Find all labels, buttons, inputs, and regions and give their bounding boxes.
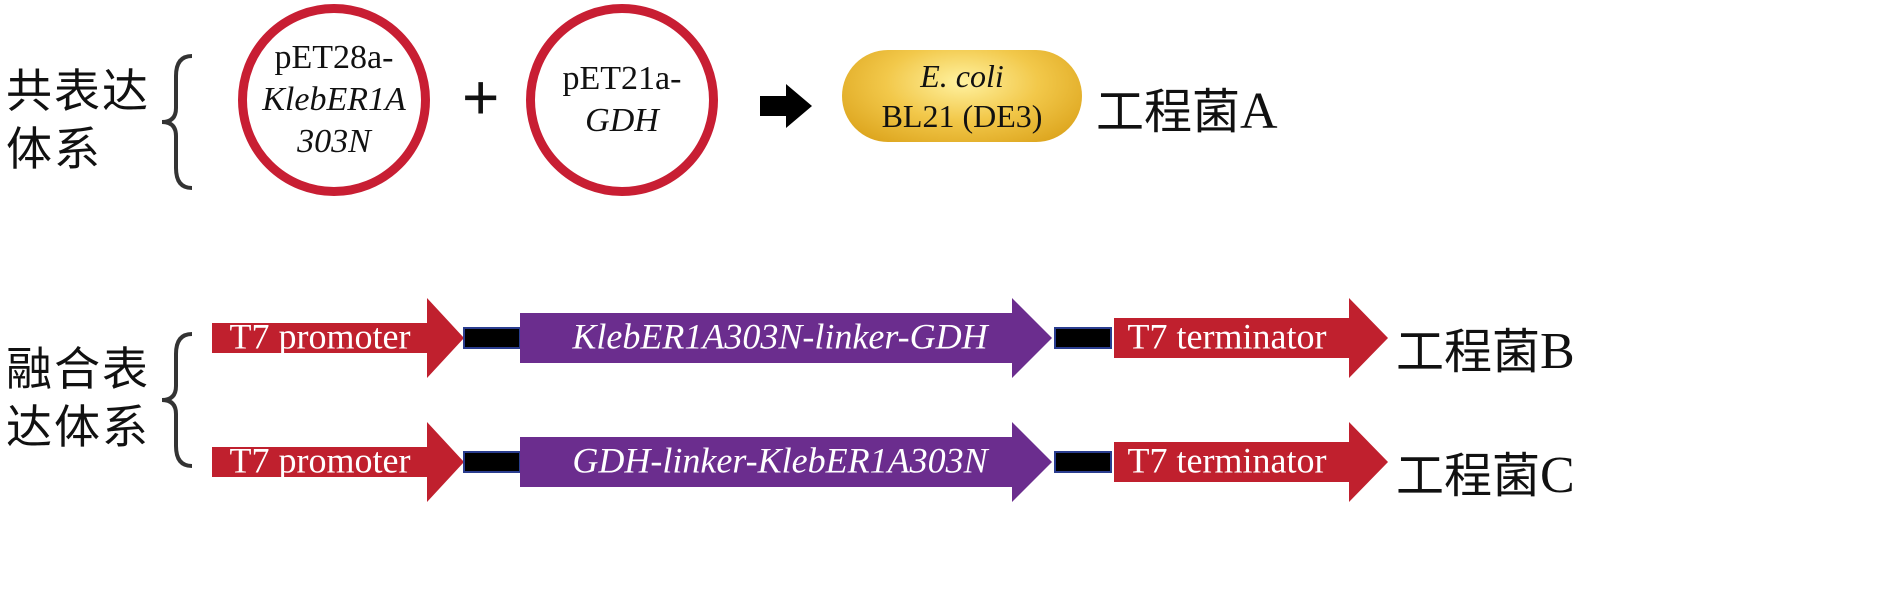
plasmid-pet28a: pET28a- KlebER1A 303N [238, 4, 430, 196]
promoter-label-b: T7 promoter [230, 316, 411, 356]
terminator-arrow-c [1114, 422, 1388, 502]
promoter-label-c: T7 promoter [230, 440, 411, 480]
coexpression-brace [161, 54, 193, 190]
construct-row-c: T7 promoter GDH-linker-KlebER1A303N T7 t… [212, 422, 1388, 502]
fusion-label: 融合表 达体系 [6, 340, 150, 456]
spacer-c-1 [463, 451, 521, 473]
plasmid-pet21a-line1: pET21a- [562, 60, 682, 97]
plasmid-pet28a-line1: pET28a- [274, 39, 394, 76]
fusion-label-line2: 达体系 [6, 400, 150, 454]
strain-b-letter: B [1540, 323, 1575, 380]
host-strain-name: BL21 (DE3) [881, 98, 1043, 134]
strain-c-letter: C [1540, 447, 1575, 504]
plus-sign: + [462, 61, 500, 133]
fusion-brace [161, 332, 193, 468]
coexpression-label-line2: 体系 [6, 122, 102, 176]
strain-c-label: 工程菌C [1396, 436, 1575, 506]
strain-a-letter: A [1240, 83, 1278, 140]
gene-arrow-c [520, 422, 1052, 502]
coexpression-label-line1: 共表达 [6, 64, 150, 118]
terminator-label-b: T7 terminator [1128, 316, 1327, 356]
gene-arrow-b [520, 298, 1052, 378]
host-ecoli-cell: E. coli BL21 (DE3) [842, 50, 1082, 142]
plasmid-pet21a-line2: GDH [585, 102, 659, 139]
promoter-arrow-b [212, 298, 464, 378]
plasmid-pet28a-line3: 303N [297, 123, 371, 160]
coexpression-label: 共表达 体系 [6, 62, 150, 178]
spacer-b-2 [1054, 327, 1112, 349]
spacer-c-2 [1054, 451, 1112, 473]
construct-row-b: T7 promoter KlebER1A303N-linker-GDH T7 t… [212, 298, 1388, 378]
strain-c-prefix: 工程菌 [1396, 448, 1541, 504]
strain-b-prefix: 工程菌 [1396, 324, 1541, 380]
gene-label-c: GDH-linker-KlebER1A303N [572, 440, 989, 480]
plasmid-pet28a-line2: KlebER1A [262, 81, 406, 118]
gene-label-b: KlebER1A303N-linker-GDH [571, 316, 989, 356]
spacer-b-1 [463, 327, 521, 349]
plasmid-pet21a: pET21a- GDH [526, 4, 718, 196]
host-species: E. coli [920, 58, 1004, 94]
strain-a-label: 工程菌A [1096, 72, 1278, 142]
terminator-label-c: T7 terminator [1128, 440, 1327, 480]
strain-b-label: 工程菌B [1396, 312, 1575, 382]
terminator-arrow-b [1114, 298, 1388, 378]
arrow-right-icon [760, 84, 812, 128]
fusion-label-line1: 融合表 [6, 342, 150, 396]
promoter-arrow-c [212, 422, 464, 502]
strain-a-prefix: 工程菌 [1096, 84, 1241, 140]
